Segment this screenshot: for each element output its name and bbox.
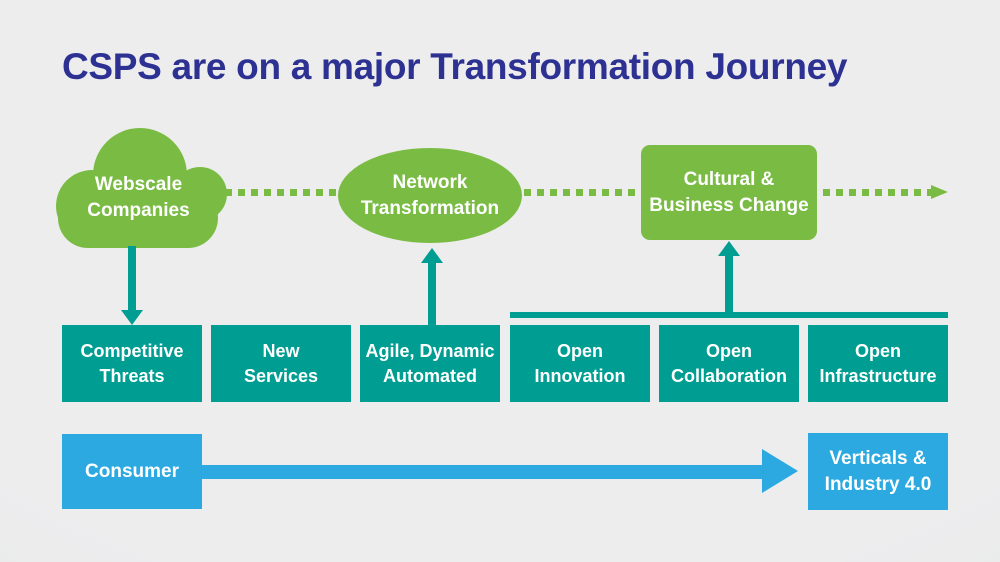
network-up-arrow-shaft xyxy=(428,263,436,325)
cultural-up-arrow-head-icon xyxy=(718,241,740,256)
consumer-arrow-shaft xyxy=(202,465,762,479)
driver-box-open-collaboration: Open Collaboration xyxy=(659,325,799,402)
webscale-cloud-shape: Webscale Companies xyxy=(50,128,227,250)
driver-box-label: Open Collaboration xyxy=(671,340,787,386)
consumer-arrow-head-icon xyxy=(762,449,798,493)
cultural-business-change-box: Cultural & Business Change xyxy=(641,145,817,240)
driver-box-label: Competitive Threats xyxy=(80,340,184,386)
network-transformation-ellipse: Network Transformation xyxy=(338,148,522,243)
cultural-business-change-label: Cultural & Business Change xyxy=(649,168,809,216)
cloud-icon xyxy=(56,128,227,248)
driver-box-competitive-threats: Competitive Threats xyxy=(62,325,202,402)
open-boxes-connector-bar xyxy=(510,312,948,318)
driver-box-agile-dynamic-automated: Agile, Dynamic Automated xyxy=(360,325,500,402)
consumer-label: Consumer xyxy=(85,460,179,482)
cloud-down-arrow-head-icon xyxy=(121,310,143,325)
journey-arrowhead-icon xyxy=(931,185,948,199)
driver-box-label: Open Infrastructure xyxy=(819,340,937,386)
driver-box-label: Agile, Dynamic Automated xyxy=(365,340,495,386)
network-transformation-label: Network Transformation xyxy=(360,171,500,219)
journey-dotted-line xyxy=(225,189,932,196)
driver-box-open-infrastructure: Open Infrastructure xyxy=(808,325,948,402)
cultural-up-arrow-shaft xyxy=(725,256,733,314)
cloud-down-arrow-shaft xyxy=(128,246,136,310)
webscale-cloud-label: Webscale Companies xyxy=(87,174,190,221)
verticals-industry-label: Verticals & Industry 4.0 xyxy=(824,447,932,495)
driver-box-label: New Services xyxy=(243,340,319,386)
network-up-arrow-head-icon xyxy=(421,248,443,263)
verticals-industry-box: Verticals & Industry 4.0 xyxy=(808,433,948,510)
driver-box-new-services: New Services xyxy=(211,325,351,402)
consumer-box: Consumer xyxy=(62,434,202,509)
driver-box-open-innovation: Open Innovation xyxy=(510,325,650,402)
driver-box-label: Open Innovation xyxy=(534,340,626,386)
slide-title: CSPS are on a major Transformation Journ… xyxy=(62,46,848,87)
